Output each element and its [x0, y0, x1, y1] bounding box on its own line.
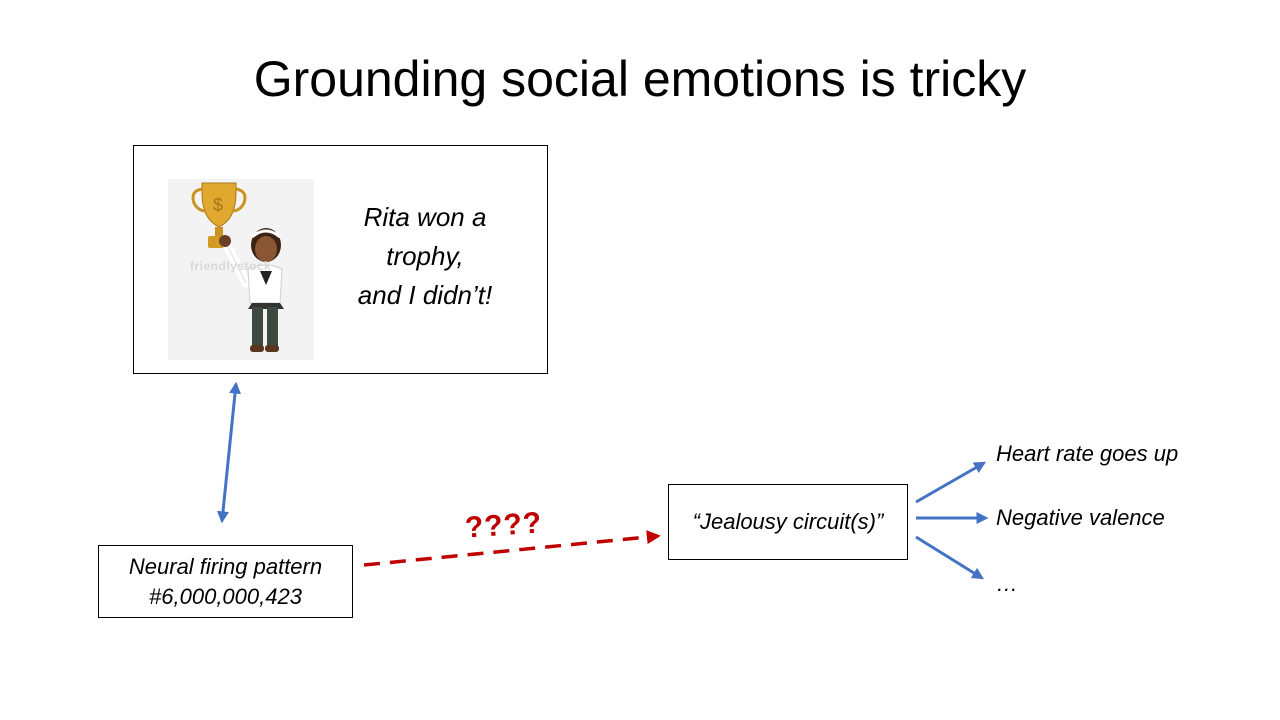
jealousy-circuit-box: “Jealousy circuit(s)” — [668, 484, 908, 560]
scene-caption: Rita won a trophy, and I didn’t! — [340, 198, 510, 315]
arrow-to-heart-rate — [915, 461, 987, 504]
dashed-unknown-arrow — [363, 530, 661, 567]
arrow-to-ellipsis — [915, 535, 985, 580]
output-heart-rate: Heart rate goes up — [996, 441, 1179, 466]
neural-label: Neural firing pattern — [128, 553, 323, 579]
watermark: friendlystock — [190, 259, 272, 273]
bidirectional-arrow — [217, 381, 241, 524]
neural-firing-box: Neural firing pattern #6,000,000,423 — [98, 545, 353, 618]
trophy-girl-icon: $ — [191, 182, 284, 352]
output-negative-valence: Negative valence — [996, 505, 1165, 530]
svg-text:$: $ — [213, 195, 223, 215]
slide-title: Grounding social emotions is tricky — [253, 51, 1027, 107]
neural-id: #6,000,000,423 — [149, 583, 302, 609]
output-ellipsis: … — [996, 571, 1018, 596]
caption-line: trophy, — [386, 241, 464, 271]
caption-line: Rita won a — [363, 202, 487, 232]
caption-line: and I didn’t! — [357, 280, 493, 310]
circuit-label: “Jealousy circuit(s)” — [692, 509, 884, 534]
girl-holding-trophy-illustration: $ friendlystock — [168, 179, 314, 360]
